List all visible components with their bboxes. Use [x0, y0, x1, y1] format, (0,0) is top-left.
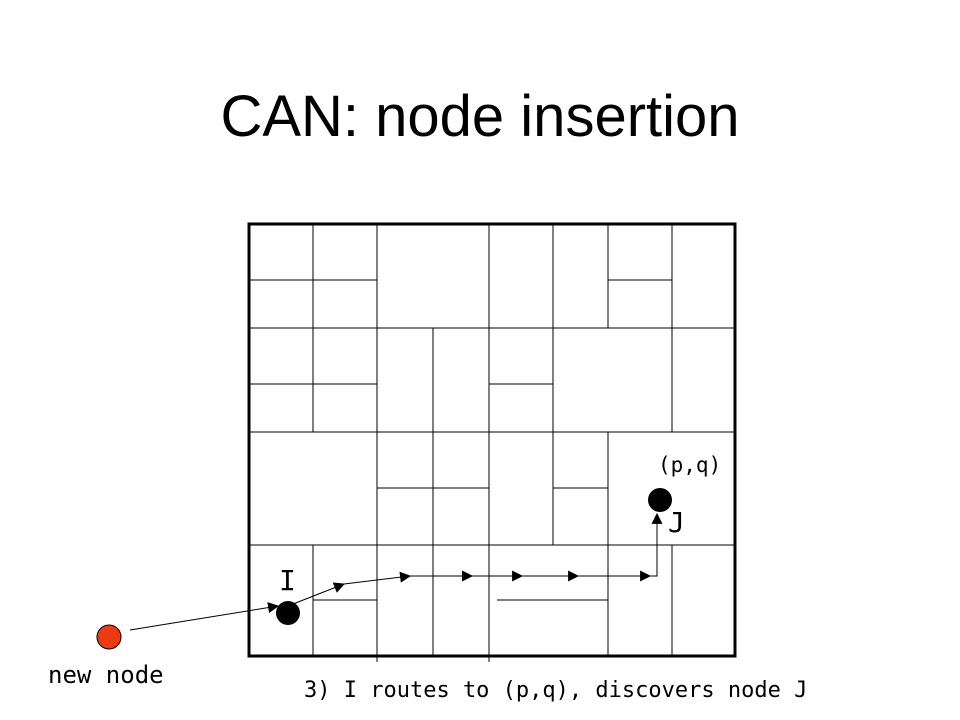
new-node-label: new node: [48, 661, 164, 689]
step-caption: 3) I routes to (p,q), discovers node J: [304, 678, 807, 703]
route-hop: [287, 582, 346, 607]
slide-title: CAN: node insertion: [220, 84, 740, 149]
point-coordinate-label: (p,q): [658, 453, 721, 477]
node-j-marker: [648, 488, 672, 512]
new-node-marker: [96, 624, 122, 650]
coordinate-space-border: [247, 222, 737, 658]
node-j-label: J: [668, 506, 685, 539]
routing-path: [129, 512, 663, 631]
route-final-hop: [650, 512, 663, 577]
node-i-marker: [276, 601, 300, 625]
join-request-link: [129, 602, 280, 631]
node-i-label: I: [279, 564, 296, 597]
route-hop: [343, 571, 412, 585]
zone-grid: [247, 222, 737, 662]
